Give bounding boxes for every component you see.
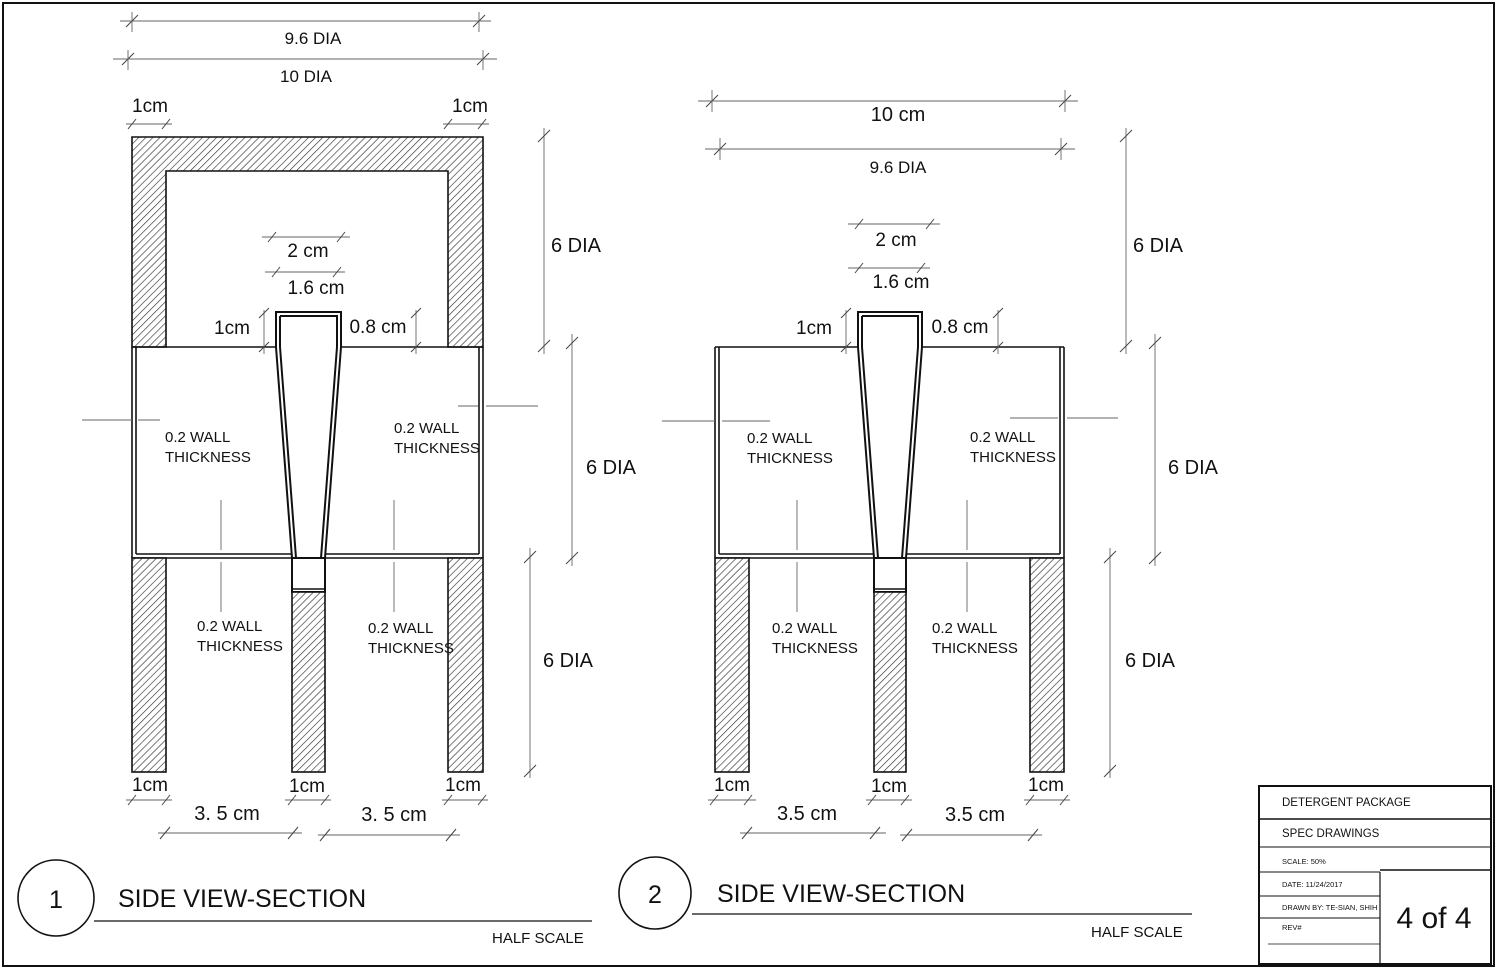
dim-leg-right-1: 1cm — [445, 775, 481, 796]
view-title-1: SIDE VIEW-SECTION — [118, 885, 366, 913]
spout-1 — [275, 311, 342, 593]
spout-2 — [857, 311, 923, 593]
dim-body-height-1: 6 DIA — [586, 457, 637, 479]
dim-cap-right-wall-1: 1cm — [452, 96, 488, 117]
view-title-2: SIDE VIEW-SECTION — [717, 880, 965, 908]
view-number-1: 1 — [49, 886, 63, 914]
view-number-circle-1 — [17, 859, 95, 937]
dimensions-2: 10 cm 9.6 DIA 6 DIA 6 DIA 6 DIA 2 cm 1.6… — [662, 90, 1219, 842]
dim-outer-dia-1: 10 DIA — [280, 67, 333, 86]
wall-right-label-2b: THICKNESS — [970, 449, 1056, 466]
wall-right-label-2a: 0.2 WALL — [970, 429, 1035, 446]
wall-left-label-1b: THICKNESS — [165, 449, 251, 466]
dim-spout-rise-1: 1cm — [214, 318, 250, 339]
dim-leg-height-2: 6 DIA — [1125, 650, 1176, 672]
dim-cap-height-2: 6 DIA — [1133, 235, 1184, 257]
dim-gap-left-1: 3. 5 cm — [194, 803, 260, 825]
dim-inner-dia-1: 9.6 DIA — [285, 29, 342, 48]
leg-left-2 — [714, 557, 750, 773]
dim-spout-rise-2: 1cm — [796, 318, 832, 339]
dim-leg-left-2: 1cm — [714, 775, 750, 796]
dim-leg-mid-2: 1cm — [871, 776, 907, 797]
body-container-1 — [131, 346, 484, 559]
view-1: 9.6 DIA 10 DIA 1cm 1cm 6 DIA 6 DIA 6 DIA… — [17, 12, 637, 947]
dim-cap-height-1: 6 DIA — [551, 235, 602, 257]
dim-spout-top-1: 2 cm — [287, 241, 328, 262]
wall-left-label-2a: 0.2 WALL — [747, 430, 812, 447]
wall-bottom-left-label-1a: 0.2 WALL — [197, 618, 262, 635]
view-scale-1: HALF SCALE — [492, 930, 584, 947]
view-number-circle-2 — [618, 856, 692, 930]
dim-spout-inner-1: 1.6 cm — [287, 278, 344, 299]
wall-bottom-right-label-1a: 0.2 WALL — [368, 620, 433, 637]
dim-gap-left-2: 3.5 cm — [777, 803, 837, 825]
page-number: 4 of 4 — [1396, 902, 1471, 935]
wall-right-label-1a: 0.2 WALL — [394, 420, 459, 437]
wall-left-label-1a: 0.2 WALL — [165, 429, 230, 446]
dim-leg-left-1: 1cm — [132, 775, 168, 796]
view-2: 10 cm 9.6 DIA 6 DIA 6 DIA 6 DIA 2 cm 1.6… — [618, 90, 1219, 941]
leg-mid-2 — [873, 591, 907, 773]
title-block: DETERGENT PACKAGE SPEC DRAWINGS SCALE: 5… — [1258, 785, 1492, 965]
dim-cap-left-wall-1: 1cm — [132, 96, 168, 117]
dim-gap-right-2: 3.5 cm — [945, 804, 1005, 826]
dim-spout-right-2: 0.8 cm — [931, 317, 988, 338]
project-name: DETERGENT PACKAGE — [1282, 797, 1411, 809]
dim-body-height-2: 6 DIA — [1168, 457, 1219, 479]
dim-outer-dia-2: 10 cm — [871, 104, 925, 126]
sheet-type: SPEC DRAWINGS — [1282, 828, 1380, 840]
revision-field: REV# — [1282, 923, 1302, 932]
dim-spout-top-2: 2 cm — [875, 230, 916, 251]
date-field: DATE: 11/24/2017 — [1282, 880, 1343, 889]
leg-left-1 — [131, 557, 167, 773]
view-scale-2: HALF SCALE — [1091, 924, 1183, 941]
leg-mid-1 — [291, 591, 326, 773]
leg-right-2 — [1029, 557, 1065, 773]
dim-inner-dia-2: 9.6 DIA — [870, 158, 927, 177]
view-number-2: 2 — [648, 881, 662, 909]
dim-spout-right-1: 0.8 cm — [349, 317, 406, 338]
wall-bottom-right-label-1b: THICKNESS — [368, 640, 454, 657]
wall-bottom-left-label-1b: THICKNESS — [197, 638, 283, 655]
wall-bottom-left-label-2a: 0.2 WALL — [772, 620, 837, 637]
wall-bottom-right-label-2a: 0.2 WALL — [932, 620, 997, 637]
dim-spout-inner-2: 1.6 cm — [872, 272, 929, 293]
dim-leg-height-1: 6 DIA — [543, 650, 594, 672]
drawn-by-field: DRAWN BY: TE-SIAN, SHIH — [1282, 903, 1377, 912]
wall-left-label-2b: THICKNESS — [747, 450, 833, 467]
dim-leg-right-2: 1cm — [1028, 775, 1064, 796]
wall-bottom-right-label-2b: THICKNESS — [932, 640, 1018, 657]
wall-right-label-1b: THICKNESS — [394, 440, 480, 457]
dimensions-1: 9.6 DIA 10 DIA 1cm 1cm 6 DIA 6 DIA 6 DIA… — [82, 12, 637, 842]
dim-leg-mid-1: 1cm — [289, 776, 325, 797]
dim-gap-right-1: 3. 5 cm — [361, 804, 427, 826]
scale-field: SCALE: 50% — [1282, 857, 1326, 866]
leg-right-1 — [447, 557, 484, 773]
wall-bottom-left-label-2b: THICKNESS — [772, 640, 858, 657]
